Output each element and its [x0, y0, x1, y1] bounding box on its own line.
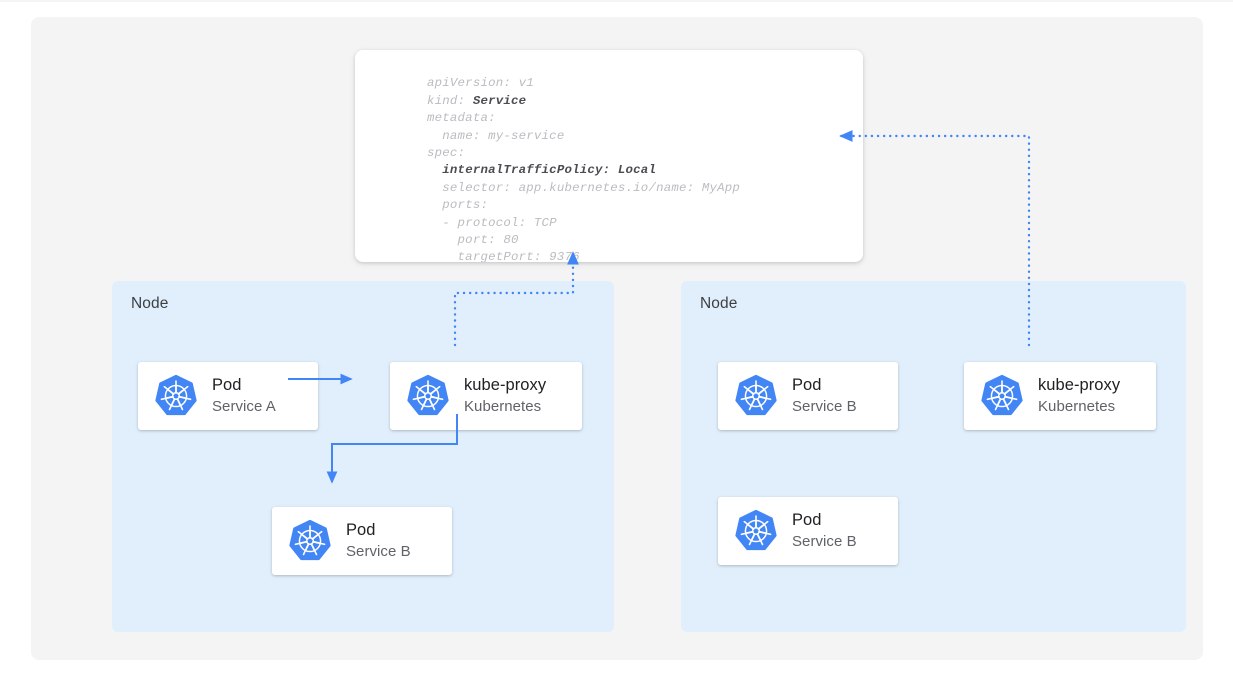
card-kube-proxy-left[interactable]: kube-proxy Kubernetes: [390, 362, 582, 430]
card-subtitle: Service B: [792, 398, 857, 415]
diagram-canvas: apiVersion: v1 kind: Service metadata: n…: [31, 17, 1203, 660]
node-container-right: Node: [681, 281, 1186, 632]
service-manifest-panel: apiVersion: v1 kind: Service metadata: n…: [355, 50, 863, 262]
card-subtitle: Service A: [212, 398, 276, 415]
kubernetes-icon: [154, 374, 198, 418]
card-pod-service-b-right-top[interactable]: Pod Service B: [718, 362, 898, 430]
card-pod-service-a[interactable]: Pod Service A: [138, 362, 318, 430]
card-subtitle: Kubernetes: [464, 398, 542, 415]
card-title: Pod: [792, 511, 822, 529]
kubernetes-icon: [980, 374, 1024, 418]
card-subtitle: Service B: [792, 533, 857, 550]
card-title: kube-proxy: [464, 376, 547, 394]
kubernetes-icon: [734, 509, 778, 553]
card-title: kube-proxy: [1038, 376, 1121, 394]
node-label: Node: [700, 295, 738, 312]
card-kube-proxy-right[interactable]: kube-proxy Kubernetes: [964, 362, 1156, 430]
service-manifest-code: apiVersion: v1 kind: Service metadata: n…: [427, 76, 741, 262]
card-title: Pod: [792, 376, 822, 394]
card-subtitle: Kubernetes: [1038, 398, 1116, 415]
kubernetes-icon: [734, 374, 778, 418]
card-title: Pod: [212, 376, 242, 394]
card-pod-service-b-right-bottom[interactable]: Pod Service B: [718, 497, 898, 565]
card-title: Pod: [346, 521, 376, 539]
kubernetes-icon: [288, 519, 332, 563]
node-label: Node: [131, 295, 169, 312]
kubernetes-icon: [406, 374, 450, 418]
card-subtitle: Service B: [346, 543, 411, 560]
node-container-left: Node: [112, 281, 614, 632]
top-strip: [0, 0, 1233, 2]
card-pod-service-b-left[interactable]: Pod Service B: [272, 507, 452, 575]
